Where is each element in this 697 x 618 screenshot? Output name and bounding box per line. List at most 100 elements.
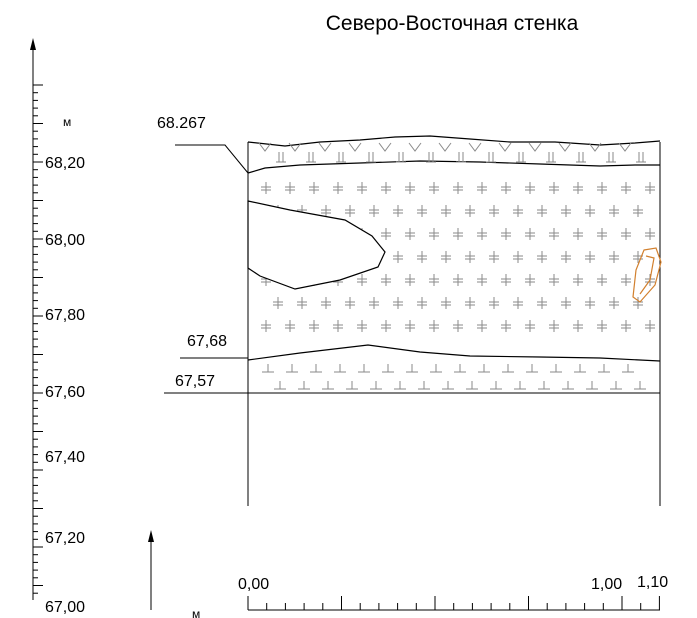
- sand-hatch-mark: [501, 274, 511, 286]
- top-elevation-marker: 68.267: [157, 115, 249, 174]
- topsoil-hatch-mark: [498, 142, 526, 163]
- sand-hatch-mark: [393, 205, 403, 217]
- sand-hatch-mark: [633, 205, 643, 217]
- sand-hatch-mark: [429, 274, 439, 286]
- sand-hatch-mark: [549, 320, 559, 332]
- sand-hatch-mark: [477, 320, 487, 332]
- sand-hatch-mark: [513, 297, 523, 309]
- sand-hatch-mark: [345, 205, 355, 217]
- lower-hatch-mark: [526, 364, 550, 390]
- sand-hatch-mark: [465, 205, 475, 217]
- sand-hatch-mark: [417, 205, 427, 217]
- sand-hatch-mark: [501, 182, 511, 194]
- sand-hatch-mark: [549, 274, 559, 286]
- lower-hatch-mark: [358, 364, 382, 390]
- sand-hatch-mark: [597, 274, 607, 286]
- sand-hatch-mark: [297, 297, 307, 309]
- topsoil-hatch-mark: [318, 142, 346, 163]
- sand-hatch-mark: [585, 297, 595, 309]
- horizontal-tick-label: 1,10: [637, 574, 668, 591]
- sand-hatch-mark: [609, 297, 619, 309]
- sand-hatch-mark: [489, 251, 499, 263]
- sand-hatch-mark: [261, 182, 271, 194]
- sand-hatch-mark: [381, 228, 391, 240]
- horizontal-scale: м 0,00 1,00 1,10: [148, 530, 668, 618]
- topsoil-hatch-mark: [258, 142, 286, 163]
- lower-layer-hatch: [262, 364, 646, 390]
- sand-hatch-mark: [513, 205, 523, 217]
- topsoil-hatch-mark: [378, 142, 406, 163]
- sand-hatch-mark: [621, 320, 631, 332]
- sand-hatch-mark: [405, 182, 415, 194]
- sand-hatch-mark: [273, 297, 283, 309]
- sand-hatch-mark: [333, 182, 343, 194]
- vertical-tick-label: 67,00: [45, 599, 85, 616]
- sand-hatch-mark: [405, 320, 415, 332]
- sand-hatch-mark: [633, 297, 643, 309]
- sand-hatch-mark: [537, 297, 547, 309]
- sand-hatch-mark: [645, 228, 655, 240]
- sand-hatch-mark: [453, 182, 463, 194]
- sand-hatch-mark: [585, 251, 595, 263]
- horizontal-unit-label: м: [192, 607, 200, 618]
- sand-hatch-mark: [609, 205, 619, 217]
- sand-hatch-mark: [573, 182, 583, 194]
- sand-hatch-mark: [345, 297, 355, 309]
- sand-hatch-mark: [537, 251, 547, 263]
- lower-hatch-mark: [574, 364, 598, 390]
- lower-hatch-mark: [478, 364, 502, 390]
- topsoil-hatch-mark: [468, 142, 496, 163]
- sand-hatch-mark: [561, 205, 571, 217]
- topsoil-hatch-mark: [588, 142, 616, 163]
- sand-hatch-mark: [453, 228, 463, 240]
- sand-hatch-mark: [429, 320, 439, 332]
- sand-hatch-mark: [621, 228, 631, 240]
- sand-hatch-mark: [489, 297, 499, 309]
- vertical-tick-label: 68,20: [45, 155, 85, 172]
- sand-hatch-mark: [465, 297, 475, 309]
- sand-hatch-mark: [393, 297, 403, 309]
- vertical-axis-ticks: [33, 84, 43, 594]
- sand-hatch-mark: [537, 205, 547, 217]
- lower-layer: 67,68 67,57: [164, 333, 661, 394]
- sand-hatch-mark: [525, 274, 535, 286]
- topsoil-hatch: [258, 142, 646, 163]
- sand-hatch-mark: [645, 320, 655, 332]
- sand-hatch-mark: [309, 182, 319, 194]
- topsoil-hatch-mark: [288, 142, 316, 163]
- vertical-tick-label: 68,00: [45, 232, 85, 249]
- sand-hatch-mark: [597, 228, 607, 240]
- sand-hatch-mark: [489, 205, 499, 217]
- topsoil-base-line: [247, 160, 660, 174]
- sand-hatch-mark: [585, 205, 595, 217]
- sand-hatch-mark: [429, 182, 439, 194]
- sand-hatch-mark: [441, 205, 451, 217]
- sand-hatch-mark: [285, 182, 295, 194]
- sand-hatch-mark: [477, 274, 487, 286]
- vertical-scale: м 68,20 68,00 67,80 67,60 67,40 67,20 67…: [30, 38, 85, 616]
- sand-hatch-mark: [381, 182, 391, 194]
- sand-hatch-mark: [621, 182, 631, 194]
- lower-hatch-mark: [502, 364, 526, 390]
- sand-hatch-mark: [549, 182, 559, 194]
- topsoil-hatch-mark: [558, 142, 586, 163]
- sand-hatch-mark: [393, 251, 403, 263]
- vertical-tick-label: 67,60: [45, 384, 85, 401]
- bottom-elevation-label: 67,57: [175, 373, 215, 390]
- vertical-tick-label: 67,40: [45, 449, 85, 466]
- interface-line: [247, 344, 661, 362]
- sand-hatch-mark: [501, 228, 511, 240]
- sand-hatch-mark: [573, 320, 583, 332]
- lower-hatch-mark: [430, 364, 454, 390]
- lower-hatch-mark: [550, 364, 574, 390]
- sand-hatch-mark: [333, 320, 343, 332]
- drawing-title: Северо-Восточная стенка: [326, 12, 579, 35]
- interface-elevation-label: 67,68: [187, 333, 227, 350]
- sand-hatch-mark: [549, 228, 559, 240]
- sand-hatch-mark: [357, 274, 367, 286]
- top-elevation-leader: [175, 144, 249, 174]
- sand-hatch-mark: [453, 274, 463, 286]
- topsoil-layer: [247, 135, 661, 174]
- horizontal-scale-arrow-head: [148, 530, 154, 542]
